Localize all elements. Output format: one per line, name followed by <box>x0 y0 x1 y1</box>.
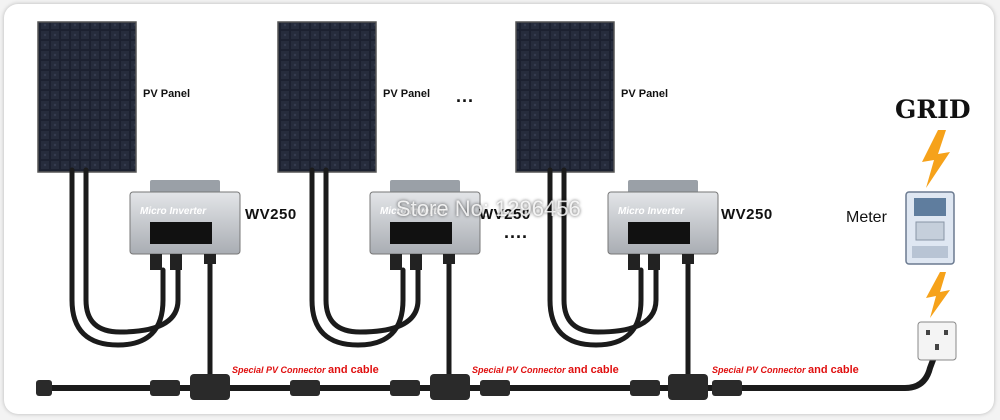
ac-drop-cables <box>207 262 691 380</box>
pv-panel-3-label: PV Panel <box>621 88 669 100</box>
cable-label-2-small: Special PV Connector <box>472 365 566 375</box>
cable-label-3-small: Special PV Connector <box>712 365 806 375</box>
inverter-3-brand-text: Micro Inverter <box>618 206 685 217</box>
inverters-ellipsis: .... <box>504 222 529 242</box>
inverter-1-model: WV250 <box>245 206 297 223</box>
pv-panel-1 <box>37 21 137 173</box>
meter-label: Meter <box>846 209 887 226</box>
cable-label-1-small: Special PV Connector <box>232 365 326 375</box>
micro-inverter-1 <box>129 180 241 270</box>
grid-label: GRID <box>895 95 971 124</box>
cable-label-2: Special PV Connector and cable <box>472 364 619 376</box>
inverter-2-brand-text: Micro Inverter <box>380 206 447 217</box>
trunk-connectors <box>36 374 742 400</box>
inverter-3-model: WV250 <box>721 206 773 223</box>
cable-label-1: Special PV Connector and cable <box>232 364 379 376</box>
cable-label-1-big: and cable <box>328 364 379 376</box>
lightning-bolt-upper <box>922 130 950 188</box>
pv-panel-3 <box>515 21 615 173</box>
pv-panel-1-label: PV Panel <box>143 88 191 100</box>
meter <box>905 191 955 265</box>
panels-ellipsis: ... <box>456 86 475 106</box>
store-watermark: Store No: 1296456 <box>396 196 581 221</box>
panel-cables <box>69 167 659 348</box>
micro-inverter-3 <box>607 180 719 270</box>
ac-trunk-cable <box>37 349 939 391</box>
cable-label-2-big: and cable <box>568 364 619 376</box>
cable-label-3-big: and cable <box>808 364 859 376</box>
pv-panel-2-label: PV Panel <box>383 88 431 100</box>
lightning-bolt-lower <box>926 272 950 318</box>
micro-inverter-2 <box>369 180 481 270</box>
inverter-1-brand-text: Micro Inverter <box>140 206 207 217</box>
wall-socket <box>917 321 957 361</box>
pv-panel-2 <box>277 21 377 173</box>
cable-label-3: Special PV Connector and cable <box>712 364 859 376</box>
inverter-2-model: WV250 <box>479 206 531 223</box>
